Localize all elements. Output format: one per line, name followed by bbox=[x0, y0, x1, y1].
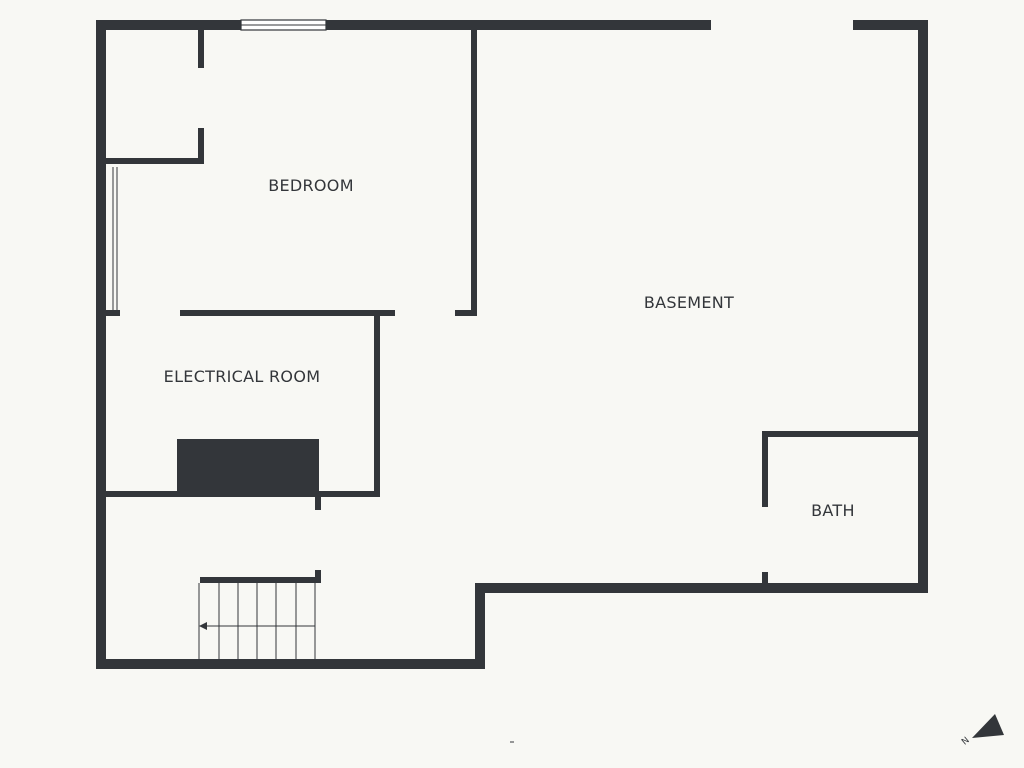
utility-equipment bbox=[177, 439, 319, 495]
room-label-electrical-room: ELECTRICAL ROOM bbox=[164, 367, 321, 386]
north-arrow: N bbox=[960, 714, 1004, 748]
north-arrow-label: N bbox=[960, 736, 972, 748]
room-label-bath: BATH bbox=[811, 501, 855, 520]
closet-sliding-door bbox=[112, 167, 118, 310]
room-label-bedroom: BEDROOM bbox=[268, 176, 354, 195]
window-top bbox=[240, 19, 327, 31]
exterior-walls bbox=[96, 20, 928, 669]
room-label-basement: BASEMENT bbox=[644, 293, 734, 312]
stair-direction-arrow-icon bbox=[199, 622, 207, 630]
interior-walls bbox=[106, 30, 920, 585]
stairs bbox=[198, 583, 316, 659]
north-arrow-icon bbox=[972, 714, 1004, 738]
